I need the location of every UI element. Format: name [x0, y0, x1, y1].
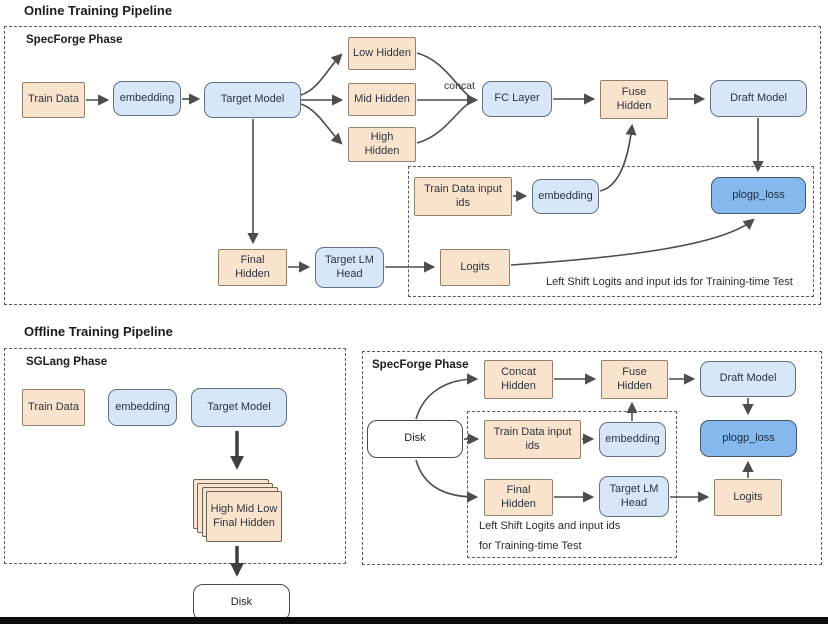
offline-specforge-phase-label: SpecForge Phase — [372, 359, 469, 371]
online-phase-label: SpecForge Phase — [26, 34, 123, 46]
node-offline-train-data: Train Data — [22, 389, 85, 426]
node-hidden-stack-label: High Mid Low Final Hidden — [210, 502, 278, 529]
node-train-data: Train Data — [22, 82, 85, 118]
node-draft-model: Draft Model — [710, 80, 807, 117]
sglang-phase-label: SGLang Phase — [26, 356, 108, 368]
node-disk-output: Disk — [193, 584, 290, 621]
node-final-hidden: Final Hidden — [218, 249, 287, 286]
node-logits-label: Logits — [460, 260, 490, 273]
node-final-hidden-label: Final Hidden — [235, 253, 270, 280]
node-low-hidden: Low Hidden — [348, 37, 416, 70]
node-disk-input-label: Disk — [404, 432, 426, 445]
node-offline-target-lm-head-label: Target LM Head — [609, 482, 659, 509]
bottom-border-bar — [0, 617, 828, 624]
node-target-lm-head: Target LM Head — [315, 247, 384, 288]
node-draft-model-label: Draft Model — [730, 91, 787, 104]
node-target-model: Target Model — [204, 82, 301, 118]
node-target-model-label: Target Model — [220, 93, 285, 106]
node-disk-input: Disk — [367, 420, 463, 458]
offline-pipeline-title: Offline Training Pipeline — [24, 324, 173, 339]
node-hidden-stack: High Mid Low Final Hidden — [206, 491, 282, 542]
node-offline-embedding-2-label: embedding — [605, 432, 660, 445]
node-offline-draft-model: Draft Model — [700, 361, 796, 397]
node-train-data-label: Train Data — [28, 93, 79, 106]
node-logits: Logits — [440, 249, 510, 286]
node-fuse-hidden-label: Fuse Hidden — [616, 85, 652, 112]
online-pipeline-title: Online Training Pipeline — [24, 3, 173, 18]
node-embedding-2: embedding — [532, 179, 599, 214]
online-specforge-phase-container — [4, 26, 821, 305]
node-embedding-label: embedding — [119, 91, 175, 104]
node-offline-final-hidden: Final Hidden — [484, 479, 553, 516]
node-mid-hidden: Mid Hidden — [348, 83, 416, 116]
node-offline-fuse-hidden-label: Fuse Hidden — [617, 365, 652, 392]
node-target-lm-head-label: Target LM Head — [325, 253, 374, 280]
node-concat-hidden-label: Concat Hidden — [501, 365, 536, 392]
node-concat-hidden: Concat Hidden — [484, 360, 553, 399]
node-offline-embedding: embedding — [108, 389, 177, 426]
node-low-hidden-label: Low Hidden — [352, 46, 412, 59]
node-fuse-hidden: Fuse Hidden — [600, 80, 668, 119]
node-offline-train-data-label: Train Data — [28, 400, 79, 413]
offline-sglang-phase-container — [4, 348, 346, 564]
node-offline-plogp-loss: plogp_loss — [700, 420, 797, 457]
node-embedding: embedding — [113, 81, 181, 116]
node-train-data-input-ids-label: Train Data input ids — [424, 182, 502, 209]
offline-ttt-note-line1: Left Shift Logits and input ids — [479, 520, 621, 532]
node-offline-target-model: Target Model — [191, 388, 287, 427]
node-offline-embedding-label: embedding — [115, 400, 170, 413]
node-offline-logits: Logits — [714, 479, 782, 516]
node-offline-train-data-input-ids: Train Data input ids — [484, 420, 581, 459]
node-offline-target-model-label: Target Model — [207, 400, 271, 413]
node-offline-logits-label: Logits — [733, 490, 763, 503]
node-offline-train-data-input-ids-label: Train Data input ids — [493, 425, 572, 452]
node-offline-final-hidden-label: Final Hidden — [501, 483, 536, 510]
node-offline-embedding-2: embedding — [599, 422, 666, 457]
node-mid-hidden-label: Mid Hidden — [354, 92, 410, 105]
node-fc-layer-label: FC Layer — [494, 92, 540, 105]
offline-ttt-note-line2: for Training-time Test — [479, 540, 582, 552]
node-fc-layer: FC Layer — [482, 81, 552, 117]
node-offline-plogp-loss-label: plogp_loss — [722, 431, 775, 444]
offline-specforge-phase-container — [362, 351, 822, 565]
node-offline-draft-model-label: Draft Model — [719, 372, 777, 385]
node-high-hidden-label: High Hidden — [364, 130, 400, 157]
node-high-hidden: High Hidden — [348, 127, 416, 162]
node-offline-target-lm-head: Target LM Head — [599, 476, 669, 517]
concat-label: concat — [444, 80, 475, 92]
node-embedding-2-label: embedding — [538, 189, 593, 202]
node-plogp-loss: plogp_loss — [711, 177, 806, 214]
online-ttt-note: Left Shift Logits and input ids for Trai… — [546, 276, 793, 288]
node-train-data-input-ids: Train Data input ids — [414, 177, 512, 216]
node-plogp-loss-label: plogp_loss — [732, 188, 785, 201]
node-disk-output-label: Disk — [230, 595, 253, 608]
node-offline-fuse-hidden: Fuse Hidden — [601, 360, 668, 399]
